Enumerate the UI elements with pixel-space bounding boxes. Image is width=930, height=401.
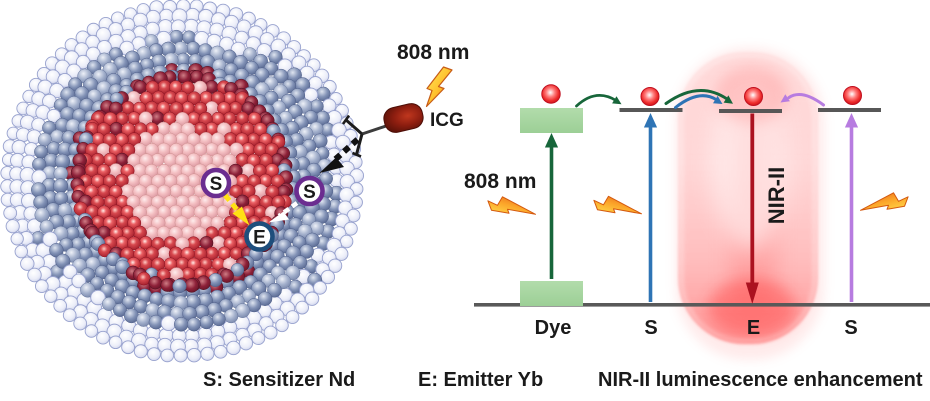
svg-text:808 nm: 808 nm	[464, 170, 536, 193]
svg-text:E: E	[253, 228, 266, 249]
svg-text:E: E	[747, 317, 760, 339]
svg-text:E: Emitter Yb: E: Emitter Yb	[418, 369, 543, 391]
svg-text:ICG: ICG	[430, 110, 464, 131]
svg-text:S: S	[210, 174, 223, 195]
svg-text:NIR-II luminescence enhancemen: NIR-II luminescence enhancement	[598, 369, 923, 391]
svg-text:S: S	[844, 317, 857, 339]
svg-text:S: S	[644, 317, 657, 339]
svg-text:Dye: Dye	[535, 317, 572, 339]
svg-text:S: S	[303, 182, 316, 203]
svg-text:S: Sensitizer Nd: S: Sensitizer Nd	[203, 369, 355, 391]
svg-text:NIR-II: NIR-II	[764, 167, 789, 224]
svg-text:808 nm: 808 nm	[397, 41, 469, 64]
